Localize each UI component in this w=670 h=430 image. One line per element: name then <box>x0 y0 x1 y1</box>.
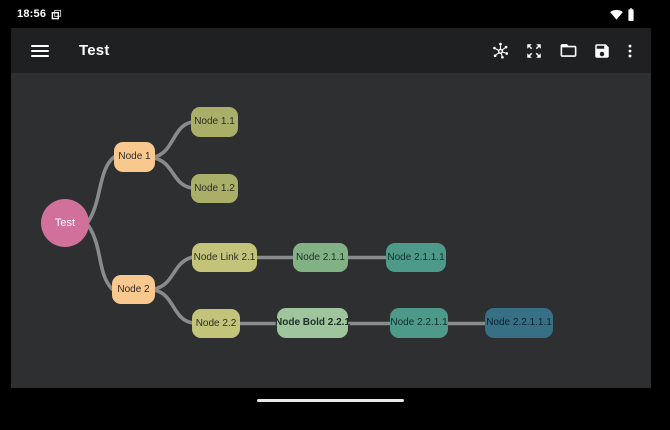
mindmap-edge-node-1-to-node-1-1 <box>152 120 194 159</box>
gesture-pill[interactable] <box>257 399 404 402</box>
mindmap-node-test-root[interactable]: Test <box>41 199 89 247</box>
mindmap-node-node-link-2-1[interactable]: Node Link 2.1 <box>192 243 257 272</box>
mindmap-node-node-1-2[interactable]: Node 1.2 <box>191 174 238 203</box>
app-bar: Test <box>11 28 651 73</box>
graph-layout-icon <box>491 41 510 60</box>
mindmap-node-node-2-1-1[interactable]: Node 2.1.1 <box>293 243 348 272</box>
open-folder-icon <box>559 41 578 60</box>
mindmap-edges <box>86 120 487 326</box>
overflow-menu-button[interactable] <box>619 28 641 73</box>
fullscreen-button[interactable] <box>517 28 551 73</box>
wifi-icon <box>610 9 623 20</box>
menu-button[interactable] <box>28 28 52 73</box>
navigation-bar <box>0 388 670 430</box>
mindmap-node-node-2-1-1-1[interactable]: Node 2.1.1.1 <box>386 243 446 272</box>
mindmap-node-node-2-2[interactable]: Node 2.2 <box>192 309 240 338</box>
mindmap-node-node-bold-2-2-1[interactable]: Node Bold 2.2.1 <box>275 308 350 338</box>
mindmap-edge-node-2-to-node-2-2 <box>152 288 195 325</box>
mindmap-node-node-1-1[interactable]: Node 1.1 <box>191 107 238 137</box>
hamburger-menu-icon <box>31 44 49 57</box>
graph-layout-button[interactable] <box>483 28 517 73</box>
overflow-menu-icon <box>621 42 639 60</box>
save-button[interactable] <box>585 28 619 73</box>
mindmap-node-node-2-2-1-1[interactable]: Node 2.2.1.1 <box>390 308 448 338</box>
clock: 18:56 <box>17 8 47 20</box>
status-bar-right <box>610 7 635 21</box>
mindmap-edge-node-2-to-node-link-2-1 <box>152 255 195 291</box>
open-folder-button[interactable] <box>551 28 585 73</box>
mindmap-edge-node-1-to-node-1-2 <box>152 156 194 190</box>
device-screen: 18:56 Test <box>11 0 651 388</box>
mindmap-edge-test-root-to-node-2 <box>86 223 114 291</box>
app-title: Test <box>79 42 110 59</box>
status-bar: 18:56 <box>11 0 651 28</box>
screenshot-icon <box>51 9 62 20</box>
status-bar-left: 18:56 <box>17 8 62 20</box>
save-icon <box>593 42 611 60</box>
app-bar-actions <box>483 28 641 73</box>
fullscreen-icon <box>525 42 543 60</box>
mindmap-node-node-2[interactable]: Node 2 <box>112 275 155 304</box>
battery-icon <box>627 7 635 21</box>
mindmap-edge-test-root-to-node-1 <box>86 155 116 224</box>
mindmap-node-node-1[interactable]: Node 1 <box>114 142 155 172</box>
mindmap-node-node-2-2-1-1-1[interactable]: Node 2.2.1.1.1 <box>485 308 553 338</box>
